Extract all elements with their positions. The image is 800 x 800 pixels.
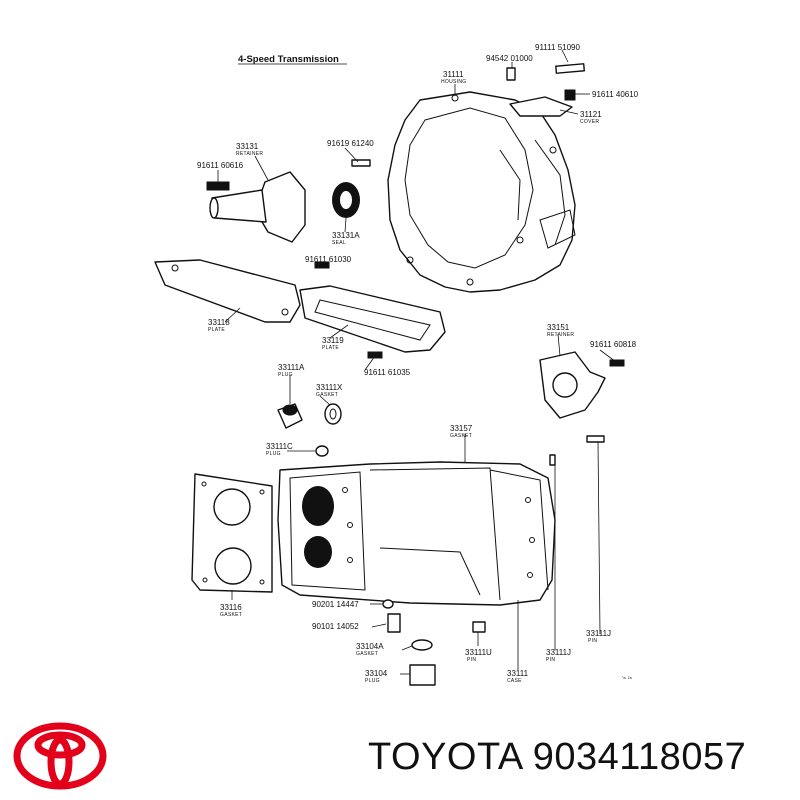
callout-name: GASKET: [450, 433, 472, 439]
callout-name: RETAINER: [236, 151, 263, 157]
callout-number: 91611 60616: [197, 161, 244, 170]
retainer-33151: [539, 351, 625, 419]
callout-name: PLUG: [266, 451, 281, 457]
callout-number: 33104: [365, 669, 388, 678]
leader-lines: [217, 49, 617, 675]
callout-name: PIN: [588, 638, 597, 644]
callout-number: 33104A: [356, 642, 384, 651]
callout-number: 33111J: [586, 629, 611, 638]
case-part: [277, 461, 556, 606]
callout-name: PIN: [467, 657, 476, 663]
callout-number: 33131: [236, 142, 259, 151]
callout-name: PLATE: [322, 345, 339, 351]
housing-part: [387, 91, 576, 293]
callout-name: RETAINER: [547, 332, 574, 338]
callout-number: 91111 51090: [535, 43, 580, 52]
callout-number: 90201 14447: [312, 600, 359, 609]
callout-number: 33116: [220, 603, 242, 612]
callout-name: PLUG: [365, 678, 380, 684]
cover-part: [506, 63, 585, 117]
seal-part: [332, 159, 371, 218]
callout-number: 33151: [547, 323, 570, 332]
callout-number: 33118: [208, 318, 230, 327]
retainer-part: [206, 171, 306, 243]
callout-name: PIN: [546, 657, 555, 663]
callout-number: 33111: [507, 669, 529, 678]
callout-name: GASKET: [356, 651, 378, 657]
callout-name: SEAL: [332, 240, 346, 246]
brand-caption: TOYOTA 9034118057: [368, 736, 746, 779]
brand-name: TOYOTA: [368, 736, 522, 778]
callout-name: PLUG: [278, 372, 293, 378]
callout-number: 33131A: [332, 231, 360, 240]
plate-33118: [154, 259, 301, 323]
corner-mark: ’ʷ ²ᵃ: [622, 676, 632, 682]
callout-number: 91611 61030: [305, 255, 352, 264]
gasket-33116: [191, 473, 273, 593]
callout-number: 91611 40610: [592, 90, 639, 99]
callout-number: 33111X: [316, 383, 343, 392]
part-number: 9034118057: [532, 736, 747, 778]
diagram-title: 4-Speed Transmission: [238, 54, 339, 65]
callout-number: 33157: [450, 424, 473, 433]
drain-plug-parts: [382, 435, 605, 686]
plate-33119: [299, 261, 446, 359]
callout-name: GASKET: [220, 612, 242, 618]
plug-parts: [277, 403, 342, 457]
callout-name: PLATE: [208, 327, 225, 333]
callout-name: CASE: [507, 678, 522, 684]
callout-number: 33119: [322, 336, 344, 345]
callout-number: 33111J: [546, 648, 571, 657]
callout-name: GASKET: [316, 392, 338, 398]
callout-number: 90101 14052: [312, 622, 359, 631]
toyota-logo-icon: [13, 722, 107, 790]
callout-number: 91619 61240: [327, 139, 374, 148]
callout-number: 94542 01000: [486, 54, 533, 63]
callout-name: COVER: [580, 119, 599, 125]
callout-number: 31111: [443, 70, 464, 79]
callout-number: 33111C: [266, 442, 293, 451]
callout-number: 33111U: [465, 648, 492, 657]
callout-number: 91611 61035: [364, 368, 411, 377]
callout-labels: 91111 51090 94542 01000 31111 HOUSING 91…: [197, 43, 639, 684]
callout-name: HOUSING: [441, 79, 466, 85]
callout-number: 91611 60818: [590, 340, 637, 349]
callout-number: 31121: [580, 110, 602, 119]
callout-number: 33111A: [278, 363, 305, 372]
